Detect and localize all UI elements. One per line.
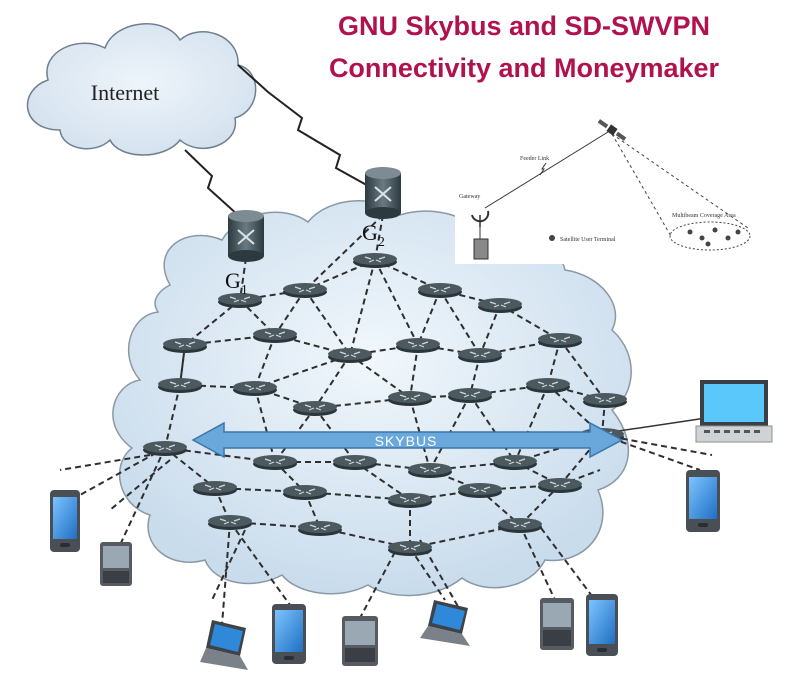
device-links [59, 434, 713, 626]
router-node [525, 377, 571, 394]
mesh-link [274, 289, 306, 336]
device-link [79, 447, 166, 496]
mesh-link [469, 394, 516, 463]
mesh-link [314, 354, 351, 409]
device-link [409, 547, 446, 601]
device-link [601, 434, 713, 456]
phone-device [586, 594, 618, 656]
router-node [417, 282, 463, 299]
device-link [559, 469, 601, 486]
gateway-g1-label: G1 [225, 268, 248, 298]
gateway-g1 [228, 210, 264, 262]
router-node [395, 337, 441, 354]
router-node [192, 480, 238, 497]
inset-coverage-label: Multibeam Coverage Area [672, 213, 736, 219]
mesh-link [164, 384, 181, 449]
router-node [252, 327, 298, 344]
mesh-link [439, 289, 481, 356]
internet-label: Internet [91, 80, 159, 105]
skybus-label: SKYBUS [375, 433, 438, 449]
laptop-device [420, 600, 470, 646]
router-node [282, 282, 328, 299]
mesh-link [479, 304, 501, 356]
laptop-link-line [611, 417, 707, 433]
inset-user-terminal-label: Satellite User Terminal [560, 237, 616, 243]
inset-gateway-label: Gateway [459, 194, 480, 200]
mesh-link [349, 259, 376, 356]
device-link [211, 529, 246, 601]
pda-device [100, 542, 132, 586]
router-node [252, 454, 298, 471]
router-node [387, 390, 433, 407]
router-node [447, 387, 493, 404]
device-link [359, 551, 396, 619]
router-node [387, 492, 433, 509]
router-node [207, 514, 253, 531]
pda-device [342, 616, 378, 666]
mesh-link [547, 339, 561, 386]
gateway-link [374, 214, 384, 261]
router-node [232, 380, 278, 397]
router-node [477, 297, 523, 314]
router-node [162, 337, 208, 354]
satellite-inset-panel [455, 112, 755, 264]
mesh-link [304, 289, 351, 356]
device-link [109, 459, 171, 511]
title-line-1: GNU Skybus and SD-SWVPN [337, 11, 711, 41]
router-node [282, 484, 328, 501]
mesh-link [184, 299, 241, 346]
gateway-g2-label: G2 [362, 220, 385, 250]
router-node [582, 392, 628, 409]
phone-device [50, 490, 80, 552]
router-node [537, 477, 583, 494]
device-link [119, 447, 166, 546]
device-link [59, 454, 151, 471]
gateway-g2 [365, 167, 401, 219]
phone-device [686, 470, 720, 532]
skybus-arrow [191, 421, 624, 459]
device-link [601, 434, 701, 471]
router-node [537, 332, 583, 349]
router-node [142, 440, 188, 457]
router-node [457, 347, 503, 364]
device-link [519, 524, 556, 601]
router-node [497, 517, 543, 534]
router-node [492, 454, 538, 471]
internet-cloud [26, 23, 257, 156]
device-link [534, 519, 596, 601]
device-link [229, 521, 291, 606]
router-node [457, 482, 503, 499]
router-node [292, 400, 338, 417]
mesh-link [409, 397, 431, 471]
router-node [352, 252, 398, 269]
phone-device [272, 604, 306, 664]
router-node [387, 540, 433, 557]
router-node [327, 347, 373, 364]
router-node [157, 377, 203, 394]
device-link [221, 521, 231, 626]
pda-device [540, 598, 574, 650]
title-line-2: Connectivity and Moneymaker [328, 53, 720, 83]
mesh-link [514, 384, 549, 463]
mesh-link [559, 339, 606, 401]
mesh-link [304, 491, 411, 501]
laptop-device [200, 620, 248, 670]
router-node [407, 462, 453, 479]
inset-feeder-link-label: Feeder Link [520, 156, 549, 162]
router-node [297, 520, 343, 537]
mesh-link [374, 259, 419, 346]
mesh-link [254, 387, 276, 463]
gateway-link [304, 214, 384, 291]
laptop-device [695, 380, 773, 443]
router-node [332, 454, 378, 471]
mesh-link [409, 344, 419, 399]
gateway-link [239, 257, 247, 301]
